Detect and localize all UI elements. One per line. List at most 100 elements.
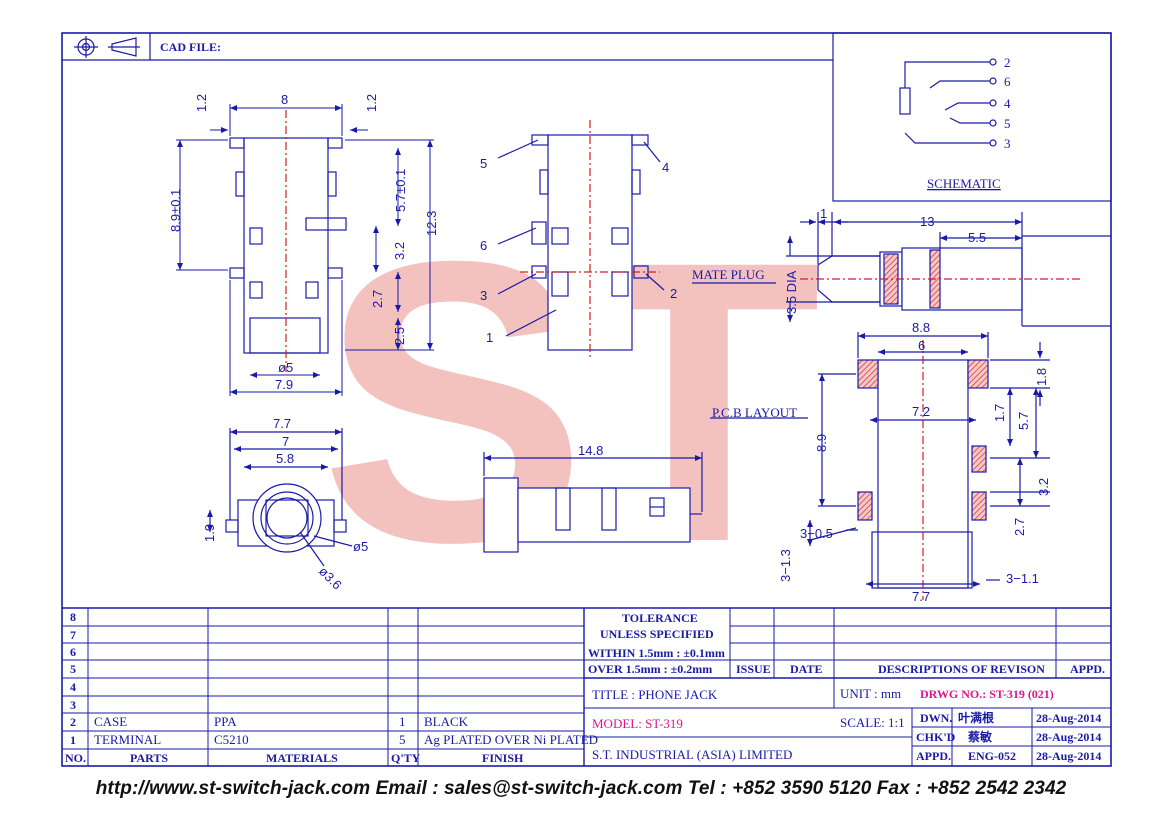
model-text: MODEL: ST-319 (592, 716, 683, 731)
revision-issue: ISSUE (736, 662, 771, 676)
revision-desc: DESCRIPTIONS OF REVISON (878, 662, 1045, 676)
schematic-label: SCHEMATIC (927, 176, 1001, 191)
pcb-layout-label: P.C.B LAYOUT (712, 405, 797, 420)
company-name: S.T. INDUSTRIAL (ASIA) LIMITED (592, 747, 792, 762)
dim-pcb-32: 3.2 (1036, 478, 1051, 496)
schematic-pin-6: 6 (1004, 74, 1011, 89)
dim-pcb-311: 3−1.1 (1006, 571, 1039, 586)
schematic-panel: 2 6 4 5 3 SCHEMATIC (832, 32, 1112, 202)
dim-plug-13: 13 (920, 214, 934, 229)
dwn-date: 28-Aug-2014 (1036, 711, 1101, 725)
contact-footer: http://www.st-switch-jack.com Email : sa… (95, 778, 1067, 799)
dim-side-len: 14.8 (578, 443, 603, 458)
row-1-no: 1 (70, 733, 76, 747)
dim-end-w3: 5.8 (276, 451, 294, 466)
pcb-layout (710, 332, 1050, 600)
dim-front-left-height: 8.9±0.1 (168, 189, 183, 232)
chkd-name: 蔡敏 (967, 729, 993, 744)
row-5-no: 5 (70, 662, 76, 676)
pin-label-5: 5 (480, 156, 487, 171)
dim-end-w2: 7 (282, 434, 289, 449)
chkd-date: 28-Aug-2014 (1036, 730, 1101, 744)
schematic-pin-2: 2 (1004, 55, 1011, 70)
dim-front-top-width: 8 (281, 92, 288, 107)
dim-front-right-d: 2.5 (392, 327, 407, 345)
front-view-dimensions (176, 104, 434, 396)
dim-pcb-72: 7.2 (912, 404, 930, 419)
header-strip: CAD FILE: (62, 33, 833, 61)
unit-label: UNIT : mm (840, 686, 901, 701)
row-1-materials: C5210 (214, 732, 249, 747)
dim-front-right-a: 5.7±0.1 (393, 169, 408, 212)
row-1-qty: 5 (399, 732, 406, 747)
schematic-pin-5: 5 (1004, 116, 1011, 131)
tolerance-subtitle: UNLESS SPECIFIED (600, 627, 714, 641)
schematic-pin-3: 3 (1004, 136, 1011, 151)
tolerance-title: TOLERANCE (622, 611, 698, 625)
sheet-border (61, 32, 1112, 767)
header-materials: MATERIALS (266, 751, 338, 765)
row-3-no: 3 (70, 698, 76, 712)
end-view (207, 428, 353, 567)
revision-date: DATE (790, 662, 822, 676)
pin-label-4: 4 (662, 160, 669, 175)
dim-pcb-17: 1.7 (992, 404, 1007, 422)
title-block-grid (62, 607, 1111, 766)
revision-appd: APPD. (1070, 662, 1105, 676)
schematic-pin-4: 4 (1004, 96, 1011, 111)
drwg-no: DRWG NO.: ST-319 (021) (920, 687, 1054, 701)
dim-pcb-18: 1.8 (1034, 368, 1049, 386)
pin-label-2: 2 (670, 286, 677, 301)
dim-pcb-313: 3−1.3 (778, 549, 793, 582)
dim-pcb-57: 5.7 (1016, 412, 1031, 430)
dim-pcb-89: 8.9 (814, 434, 829, 452)
dwn-name: 叶满根 (958, 710, 994, 725)
dim-front-top-left: 1.2 (194, 94, 209, 112)
dim-pcb-27: 2.7 (1012, 518, 1027, 536)
header-parts: PARTS (130, 751, 168, 765)
chkd-label: CHK'D (916, 730, 956, 744)
appd-name: ENG-052 (968, 749, 1016, 763)
dim-end-dia5: ø5 (353, 539, 368, 554)
pin-label-1: 1 (486, 330, 493, 345)
dim-plug-55: 5.5 (968, 230, 986, 245)
projection-symbol-icon (74, 36, 140, 58)
mate-plug (692, 212, 1111, 327)
dim-plug-dia: 3.5 DIA (784, 270, 799, 314)
side-view (483, 452, 703, 553)
row-2-qty: 1 (399, 714, 406, 729)
row-2-finish: BLACK (424, 714, 469, 729)
row-7-no: 7 (70, 628, 76, 642)
dim-plug-1: 1 (820, 206, 827, 221)
row-2-no: 2 (70, 715, 76, 729)
pin-label-3: 3 (480, 288, 487, 303)
dim-end-w1: 7.7 (273, 416, 291, 431)
pin-view (497, 120, 665, 360)
row-1-finish: Ag PLATED OVER Ni PLATED (424, 732, 598, 747)
row-4-no: 4 (70, 680, 76, 694)
front-view (229, 110, 347, 372)
dim-front-bottom-dia: ø5 (278, 360, 293, 375)
row-6-no: 6 (70, 645, 76, 659)
cad-file-label: CAD FILE: (160, 40, 221, 54)
mate-plug-label: MATE PLUG (692, 267, 765, 282)
dim-front-right-total: 12.3 (424, 211, 439, 236)
dim-front-right-b: 3.2 (392, 242, 407, 260)
row-2-materials: PPA (214, 714, 237, 729)
title-text: TITLE : PHONE JACK (592, 687, 718, 702)
dim-pcb-77: 7.7 (912, 589, 930, 604)
row-1-parts: TERMINAL (94, 732, 161, 747)
tolerance-within: WITHIN 1.5mm : ±0.1mm (588, 646, 725, 660)
dim-pcb-6: 6 (918, 338, 925, 353)
row-8-no: 8 (70, 610, 76, 624)
dim-end-h: 1.9 (202, 524, 217, 542)
header-no: NO. (65, 751, 86, 765)
tolerance-over: OVER 1.5mm : ±0.2mm (588, 662, 712, 676)
scale-text: SCALE: 1:1 (840, 715, 905, 730)
dim-pcb-305: 3−0.5 (800, 526, 833, 541)
appd-label: APPD. (916, 749, 951, 763)
header-qty: Q'TY (391, 751, 421, 765)
dim-front-right-c: 2.7 (370, 290, 385, 308)
dim-front-bottom-width: 7.9 (275, 377, 293, 392)
